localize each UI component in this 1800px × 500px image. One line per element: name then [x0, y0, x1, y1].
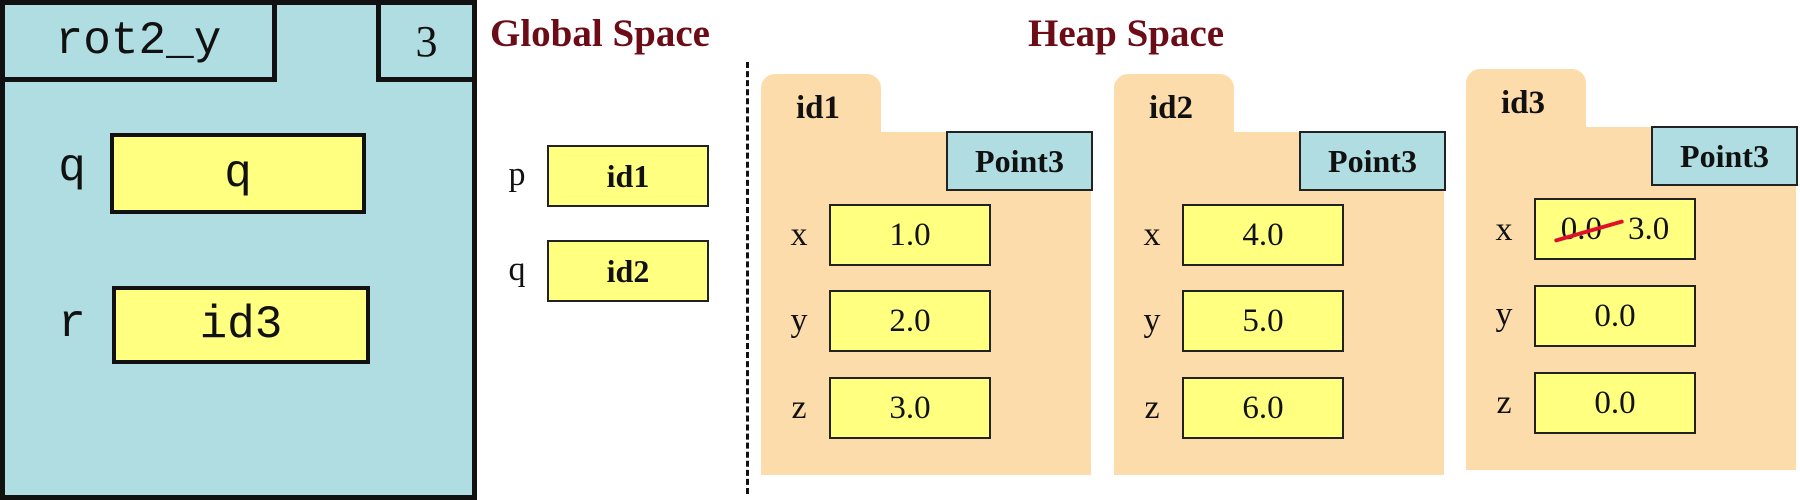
heap-object-id: id3: [1501, 85, 1546, 121]
field-name: y: [790, 302, 808, 339]
old-field-value: 0.0: [1553, 211, 1624, 248]
field-value: 4.0: [1182, 204, 1344, 266]
field-value: 2.0: [829, 290, 991, 352]
field-value-updated: 0.0 3.0: [1534, 198, 1696, 260]
heap-space-title: Heap Space: [1028, 12, 1225, 55]
heap-object-class: Point3: [1299, 131, 1446, 191]
global-var-name: p: [508, 156, 526, 193]
call-frame: [0, 0, 477, 500]
global-var-name: q: [508, 251, 526, 288]
field-name: y: [1143, 302, 1161, 339]
heap-object-id: id2: [1149, 90, 1194, 126]
global-space-title: Global Space: [490, 12, 710, 55]
field-name: x: [1495, 211, 1513, 248]
field-name: z: [791, 389, 807, 426]
space-divider: [746, 62, 749, 494]
frame-line-number: 3: [376, 0, 477, 82]
heap-object-class: Point3: [1651, 126, 1798, 186]
heap-object-id: id1: [796, 90, 841, 126]
field-name: y: [1495, 296, 1513, 333]
frame-var-value: q: [110, 133, 366, 214]
new-field-value: 3.0: [1628, 210, 1670, 247]
field-name: z: [1144, 389, 1160, 426]
frame-var-value: id3: [112, 286, 370, 364]
field-value: 0.0: [1534, 285, 1696, 347]
global-var-value: id1: [547, 145, 709, 207]
field-value: 1.0: [829, 204, 991, 266]
field-value: 0.0: [1534, 372, 1696, 434]
field-value: 5.0: [1182, 290, 1344, 352]
frame-var-name: r: [58, 298, 86, 350]
frame-function-name: rot2_y: [0, 0, 277, 82]
heap-object-class: Point3: [946, 131, 1093, 191]
frame-var-name: q: [58, 142, 86, 194]
field-value: 3.0: [829, 377, 991, 439]
global-var-value: id2: [547, 240, 709, 302]
field-name: z: [1496, 384, 1512, 421]
field-value: 6.0: [1182, 377, 1344, 439]
field-name: x: [1143, 216, 1161, 253]
field-name: x: [790, 216, 808, 253]
